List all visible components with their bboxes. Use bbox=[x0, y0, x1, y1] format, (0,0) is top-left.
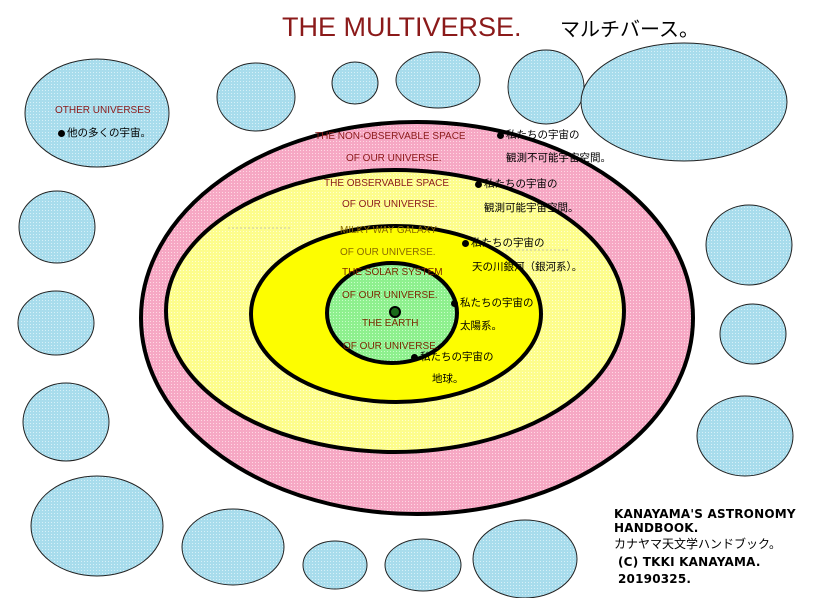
credit-line1: KANAYAMA'S ASTRONOMY bbox=[614, 507, 796, 521]
universe-bubble bbox=[331, 61, 379, 105]
non-observable-jp1: 私たちの宇宙の bbox=[497, 130, 580, 141]
non-observable-jp1-text: 私たちの宇宙の bbox=[506, 129, 580, 141]
milky-way-jp1: 私たちの宇宙の bbox=[462, 238, 545, 249]
earth-line2: OF OUR UNIVERSE. bbox=[343, 341, 439, 352]
non-observable-line1: THE NON-OBSERVABLE SPACE bbox=[315, 131, 466, 142]
universe-bubble bbox=[30, 475, 164, 577]
credit-line4: (C) TKKI KANAYAMA. bbox=[618, 555, 761, 569]
bullet-icon bbox=[411, 353, 418, 361]
center-marker bbox=[389, 306, 401, 318]
universe-bubble bbox=[580, 42, 788, 162]
bullet-icon bbox=[497, 131, 504, 139]
milky-way-jp2: 天の川銀河（銀河系）。 bbox=[472, 261, 583, 273]
milky-way-line2: OF OUR UNIVERSE. bbox=[340, 247, 436, 258]
universe-bubble bbox=[22, 382, 110, 462]
universe-bubble bbox=[18, 190, 96, 264]
universe-bubble bbox=[719, 303, 787, 365]
other-universes-label: OTHER UNIVERSES bbox=[55, 105, 151, 116]
credit-line2: HANDBOOK. bbox=[614, 521, 699, 535]
observable-jp1-text: 私たちの宇宙の bbox=[484, 178, 558, 190]
observable-line2: OF OUR UNIVERSE. bbox=[342, 199, 438, 210]
solar-system-jp1: 私たちの宇宙の bbox=[451, 298, 534, 309]
solar-system-line1: THE SOLAR SYSTEM bbox=[342, 267, 443, 278]
observable-line1: THE OBSERVABLE SPACE bbox=[324, 178, 450, 189]
bullet-icon bbox=[462, 239, 469, 247]
universe-bubble bbox=[395, 51, 481, 109]
solar-system-jp1-text: 私たちの宇宙の bbox=[460, 297, 534, 309]
guide-lines bbox=[228, 227, 568, 251]
universe-bubble bbox=[696, 395, 794, 477]
non-observable-line2: OF OUR UNIVERSE. bbox=[346, 153, 442, 164]
observable-jp2: 観測可能宇宙空間。 bbox=[484, 202, 579, 214]
bullet-icon bbox=[451, 299, 458, 307]
universe-bubble bbox=[181, 508, 285, 586]
title-english: THE MULTIVERSE. bbox=[282, 12, 522, 42]
other-universes-jp-text: 他の多くの宇宙。 bbox=[67, 127, 151, 139]
solar-system-line2: OF OUR UNIVERSE. bbox=[342, 290, 438, 301]
bullet-icon bbox=[475, 180, 482, 188]
earth-jp1: 私たちの宇宙の bbox=[411, 352, 494, 363]
credit-line3: カナヤマ天文学ハンドブック。 bbox=[614, 537, 782, 551]
title-japanese: マルチバース。 bbox=[560, 17, 699, 41]
bullet-icon bbox=[58, 129, 65, 137]
other-universe-bubbles bbox=[17, 42, 794, 598]
universe-bubble bbox=[384, 538, 462, 592]
milky-way-line1: MILKY WAY GALAXY bbox=[340, 225, 437, 236]
universe-bubble bbox=[302, 540, 368, 590]
earth-jp1-text: 私たちの宇宙の bbox=[420, 351, 494, 363]
universe-bubble bbox=[507, 49, 585, 125]
earth-line1: THE EARTH bbox=[362, 318, 419, 329]
solar-system-jp2: 太陽系。 bbox=[460, 320, 502, 332]
milky-way-jp1-text: 私たちの宇宙の bbox=[471, 237, 545, 249]
credit-line5: 20190325. bbox=[618, 572, 692, 586]
universe-bubble bbox=[705, 204, 793, 286]
earth-jp2: 地球。 bbox=[432, 373, 464, 385]
universe-bubble bbox=[472, 519, 578, 598]
other-universes-jp: 他の多くの宇宙。 bbox=[58, 128, 151, 139]
universe-bubble bbox=[17, 290, 95, 356]
universe-bubble bbox=[24, 58, 170, 168]
universe-bubble bbox=[216, 62, 296, 132]
observable-jp1: 私たちの宇宙の bbox=[475, 179, 558, 190]
non-observable-jp2: 観測不可能宇宙空間。 bbox=[506, 152, 611, 164]
